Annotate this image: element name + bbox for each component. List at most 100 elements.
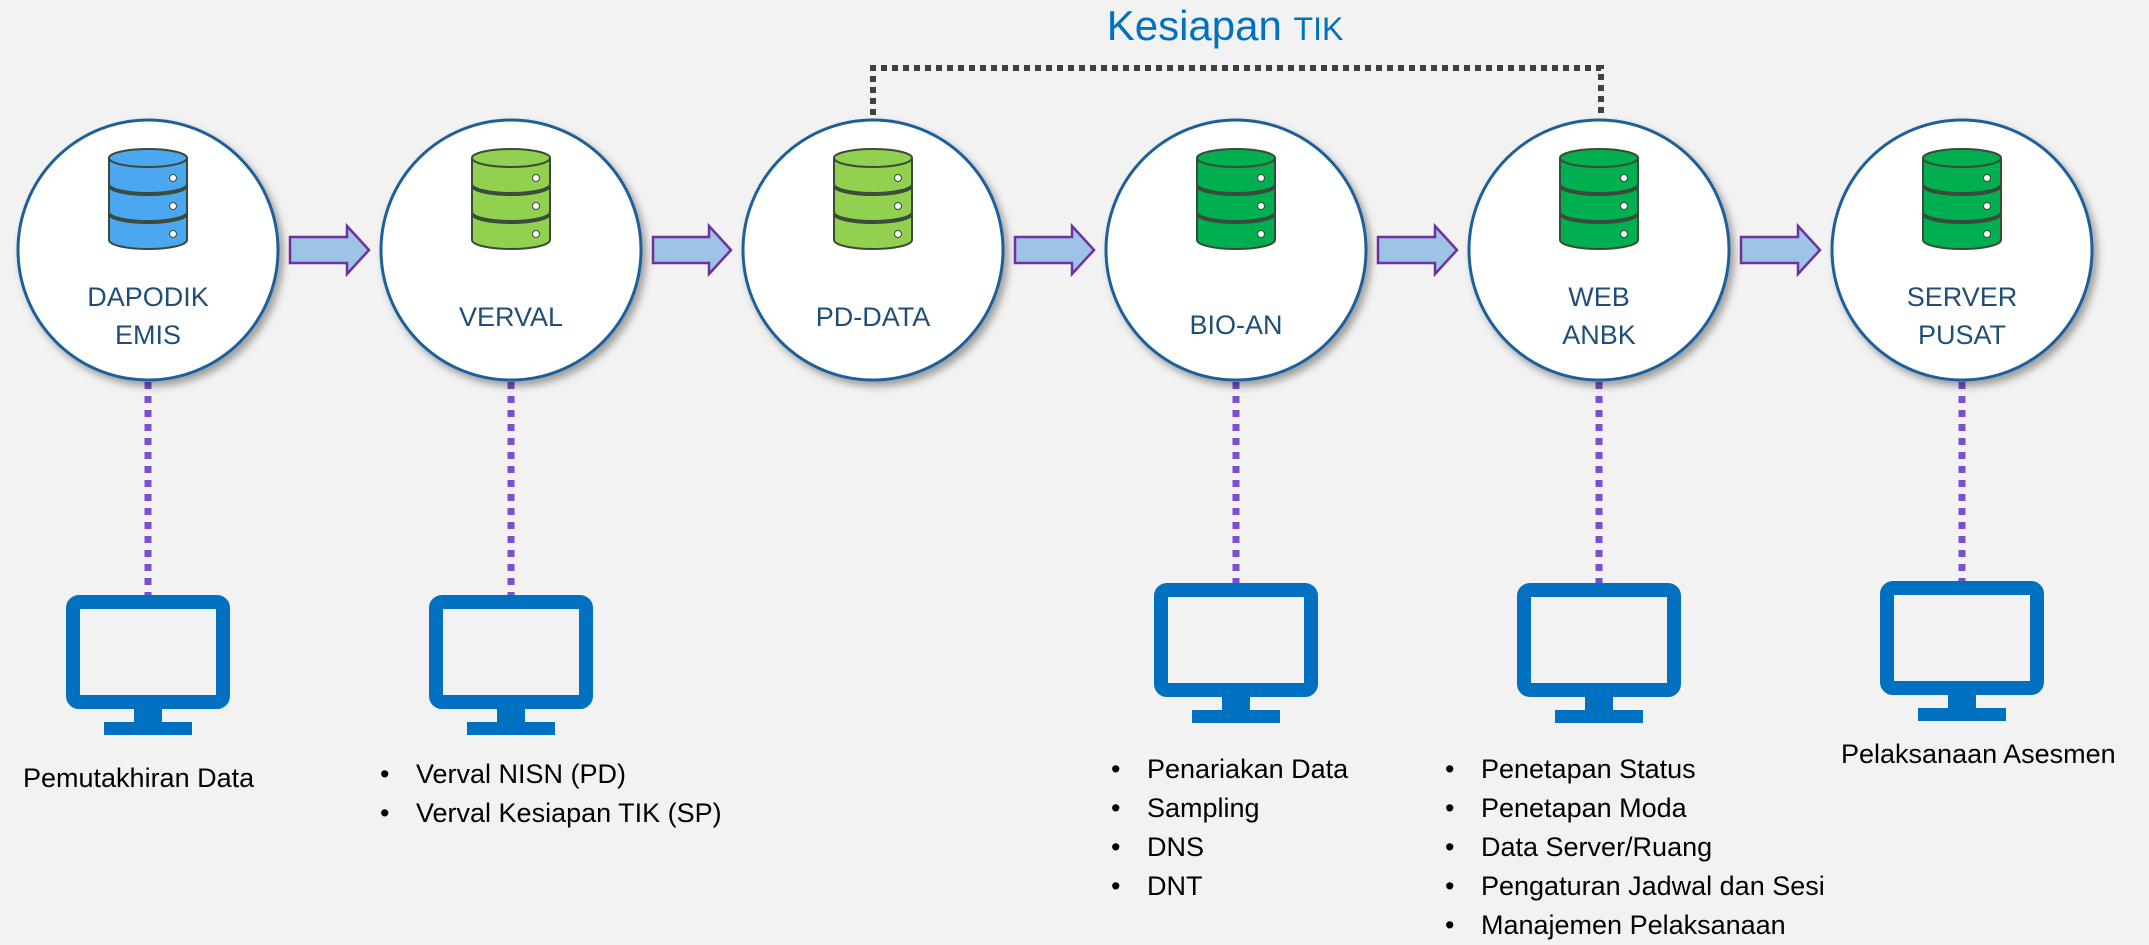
monitor-screen xyxy=(1517,583,1681,697)
list-item: Verval NISN (PD) xyxy=(380,755,722,794)
database-disk-top xyxy=(108,148,188,168)
node-label-server-pusat: SERVER PUSAT xyxy=(1852,278,2072,354)
database-disk-top xyxy=(1922,148,2002,168)
node-bio-an xyxy=(1104,118,1368,382)
database-icon xyxy=(833,148,913,250)
flow-arrow-icon xyxy=(288,222,371,278)
database-led xyxy=(532,202,540,210)
node-label-web-anbk: WEB ANBK xyxy=(1489,278,1709,354)
node-label-line: ANBK xyxy=(1562,320,1636,350)
arrow-shape xyxy=(288,222,371,278)
caption-list-bio-an: Penariakan Data Sampling DNS DNT xyxy=(1111,750,1348,906)
database-led xyxy=(1257,174,1265,182)
arrow-shape xyxy=(1013,222,1096,278)
database-led xyxy=(532,230,540,238)
caption-dapodik: Pemutakhiran Data xyxy=(23,763,255,793)
database-led xyxy=(1620,202,1628,210)
node-label-line: BIO-AN xyxy=(1189,310,1283,340)
database-led xyxy=(169,230,177,238)
monitor-neck xyxy=(1222,697,1250,711)
list-item: Sampling xyxy=(1111,789,1348,828)
flow-arrow-icon xyxy=(1376,222,1459,278)
monitor-screen xyxy=(1154,583,1318,697)
arrow-shape xyxy=(651,222,733,278)
database-icon xyxy=(108,148,188,250)
monitor-base xyxy=(467,722,555,735)
flow-arrow-icon xyxy=(1013,222,1096,278)
node-pd-data xyxy=(741,118,1005,382)
title-main: Kesiapan xyxy=(1106,2,1282,49)
node-dapodik xyxy=(16,118,280,382)
database-led xyxy=(1620,230,1628,238)
list-item: Verval Kesiapan TIK (SP) xyxy=(380,794,722,833)
monitor-screen xyxy=(429,595,593,709)
database-led xyxy=(1983,230,1991,238)
caption-list-web-anbk: Penetapan Status Penetapan Moda Data Ser… xyxy=(1445,750,1825,945)
database-disk-top xyxy=(833,148,913,168)
database-led xyxy=(894,202,902,210)
monitor-neck xyxy=(134,709,162,723)
database-icon xyxy=(1922,148,2002,250)
monitor-neck xyxy=(497,709,525,723)
monitor-base xyxy=(1192,710,1280,723)
database-led xyxy=(1983,202,1991,210)
arrow-shape xyxy=(1739,222,1822,278)
monitor-screen xyxy=(1880,581,2044,695)
node-label-line: PUSAT xyxy=(1917,320,2006,350)
database-led xyxy=(1257,202,1265,210)
flow-arrow-icon xyxy=(651,222,733,278)
arrow-shape xyxy=(1376,222,1459,278)
list-item: Pengaturan Jadwal dan Sesi xyxy=(1445,867,1825,906)
database-disk-top xyxy=(471,148,551,168)
database-led xyxy=(1983,174,1991,182)
monitor-icon xyxy=(1154,583,1318,723)
list-item: DNT xyxy=(1111,867,1348,906)
node-label-line: SERVER xyxy=(1906,282,2018,312)
node-label-line: EMIS xyxy=(114,320,181,350)
node-web-anbk xyxy=(1467,118,1731,382)
node-label-line: WEB xyxy=(1568,282,1630,312)
node-label-verval: VERVAL xyxy=(401,298,621,336)
monitor-icon xyxy=(1517,583,1681,723)
database-led xyxy=(169,202,177,210)
node-label-dapodik: DAPODIK EMIS xyxy=(38,278,258,354)
monitor-icon xyxy=(1880,581,2044,721)
monitor-icon xyxy=(66,595,230,735)
node-label-bio-an: BIO-AN xyxy=(1126,306,1346,344)
diagram-title: Kesiapan TIK xyxy=(1000,0,1450,55)
monitor-base xyxy=(104,722,192,735)
database-led xyxy=(894,174,902,182)
list-item: Manajemen Pelaksanaan xyxy=(1445,906,1825,945)
database-led xyxy=(1620,174,1628,182)
database-led xyxy=(532,174,540,182)
list-item: Penariakan Data xyxy=(1111,750,1348,789)
node-verval xyxy=(379,118,643,382)
kesiapan-bracket-connector xyxy=(870,65,1604,115)
list-item: Penetapan Status xyxy=(1445,750,1825,789)
node-label-pd-data: PD-DATA xyxy=(763,298,983,336)
monitor-neck xyxy=(1948,695,1976,709)
node-circle xyxy=(1104,118,1368,382)
database-icon xyxy=(471,148,551,250)
monitor-base xyxy=(1918,708,2006,721)
database-led xyxy=(1257,230,1265,238)
node-label-line: PD-DATA xyxy=(815,302,931,332)
caption-list-verval: Verval NISN (PD) Verval Kesiapan TIK (SP… xyxy=(380,755,722,833)
node-label-line: DAPODIK xyxy=(87,282,209,312)
title-sub: TIK xyxy=(1293,11,1344,47)
database-disk-top xyxy=(1559,148,1639,168)
monitor-base xyxy=(1555,710,1643,723)
list-item: DNS xyxy=(1111,828,1348,867)
database-disk-top xyxy=(1196,148,1276,168)
database-icon xyxy=(1196,148,1276,250)
node-server-pusat xyxy=(1830,118,2094,382)
database-led xyxy=(894,230,902,238)
monitor-icon xyxy=(429,595,593,735)
database-icon xyxy=(1559,148,1639,250)
node-label-line: VERVAL xyxy=(458,302,564,332)
list-item: Data Server/Ruang xyxy=(1445,828,1825,867)
monitor-neck xyxy=(1585,697,1613,711)
database-led xyxy=(169,174,177,182)
